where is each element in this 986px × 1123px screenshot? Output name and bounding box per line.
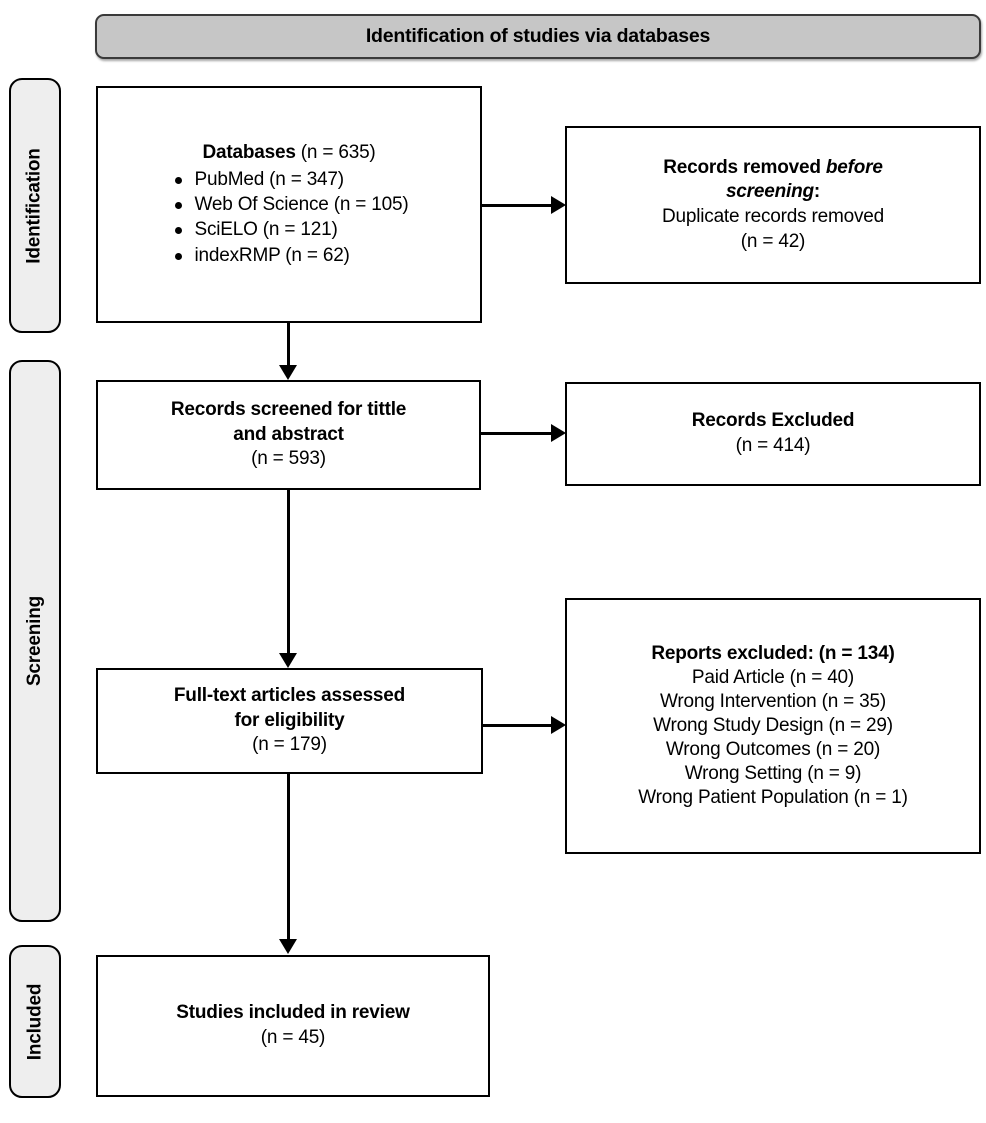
- connector-databases-to-removed-line: [481, 204, 553, 207]
- records-removed-line-1: Records removed before: [663, 156, 883, 181]
- databases-heading-count: (n = 635): [295, 142, 376, 164]
- banner-label: Identification of studies via databases: [365, 25, 711, 47]
- node-full-text-assessed: Full-text articles assessed for eligibil…: [96, 668, 483, 774]
- node-records-removed: Records removed before screening: Duplic…: [565, 126, 981, 284]
- stage-label-screening-text: Screening: [24, 595, 46, 687]
- full-text-line-1: Full-text articles assessed: [173, 684, 406, 706]
- connector-fulltext-to-included-arrow-icon: [279, 939, 297, 954]
- list-item: Wrong Outcomes (n = 20): [665, 739, 881, 761]
- records-removed-colon: :: [813, 181, 821, 203]
- connector-databases-to-screened-line: [287, 323, 290, 368]
- full-text-line-2: for eligibility: [234, 709, 345, 731]
- list-item: Wrong Patient Population (n = 1): [638, 787, 908, 809]
- stage-label-identification: Identification: [9, 78, 61, 333]
- records-screened-count: (n = 593): [251, 448, 326, 470]
- node-records-excluded: Records Excluded (n = 414): [565, 382, 981, 486]
- list-item: PubMed (n = 347): [170, 167, 409, 192]
- stage-label-screening: Screening: [9, 360, 61, 922]
- studies-included-count: (n = 45): [260, 1027, 326, 1048]
- connector-databases-to-screened-arrow-icon: [279, 365, 297, 380]
- node-studies-included: Studies included in review (n = 45): [96, 955, 490, 1097]
- connector-screened-to-fulltext-line: [287, 490, 290, 656]
- stage-label-included: Included: [9, 945, 61, 1098]
- list-item: Wrong Study Design (n = 29): [653, 714, 893, 736]
- studies-included-label: Studies included in review: [176, 1002, 410, 1024]
- databases-heading-label: Databases: [202, 142, 296, 164]
- databases-content: Databases (n = 635) PubMed (n = 347) Web…: [170, 141, 409, 268]
- records-removed-line-2: screening:: [726, 180, 820, 205]
- node-records-screened: Records screened for tittle and abstract…: [96, 380, 481, 490]
- stage-label-included-text: Included: [24, 983, 46, 1060]
- records-removed-italic-screening: screening: [725, 181, 814, 203]
- list-item: Web Of Science (n = 105): [170, 192, 409, 217]
- records-removed-line-3: Duplicate records removed: [661, 206, 885, 227]
- connector-screened-to-excluded-arrow-icon: [551, 424, 566, 442]
- connector-screened-to-excluded-line: [481, 432, 553, 435]
- records-screened-line-2: and abstract: [233, 423, 344, 445]
- reports-excluded-content: Reports excluded: (n = 134) Paid Article…: [638, 642, 908, 811]
- connector-databases-to-removed-arrow-icon: [551, 196, 566, 214]
- connector-fulltext-to-reports-excluded-arrow-icon: [551, 716, 566, 734]
- list-item: Paid Article (n = 40): [691, 666, 855, 688]
- node-reports-excluded: Reports excluded: (n = 134) Paid Article…: [565, 598, 981, 854]
- databases-source-list: PubMed (n = 347) Web Of Science (n = 105…: [170, 167, 409, 268]
- records-removed-bold-part: Records removed: [663, 156, 826, 178]
- connector-fulltext-to-reports-excluded-line: [483, 724, 553, 727]
- node-databases: Databases (n = 635) PubMed (n = 347) Web…: [96, 86, 482, 323]
- databases-heading: Databases (n = 635): [170, 141, 409, 166]
- records-screened-line-1: Records screened for tittle: [170, 398, 407, 420]
- connector-screened-to-fulltext-arrow-icon: [279, 653, 297, 668]
- records-excluded-label: Records Excluded: [691, 410, 855, 432]
- records-removed-count: (n = 42): [740, 230, 806, 252]
- list-item: Wrong Setting (n = 9): [684, 763, 862, 785]
- records-excluded-count: (n = 414): [735, 435, 811, 456]
- diagram-banner-title: Identification of studies via databases: [95, 14, 981, 59]
- list-item: Wrong Intervention (n = 35): [659, 690, 887, 712]
- list-item: SciELO (n = 121): [170, 217, 409, 242]
- list-item: indexRMP (n = 62): [170, 243, 409, 268]
- connector-fulltext-to-included-line: [287, 774, 290, 942]
- full-text-count: (n = 179): [252, 734, 327, 756]
- records-removed-italic-before: before: [825, 156, 883, 178]
- stage-label-identification-text: Identification: [24, 147, 46, 264]
- reports-excluded-heading: Reports excluded: (n = 134): [651, 642, 895, 664]
